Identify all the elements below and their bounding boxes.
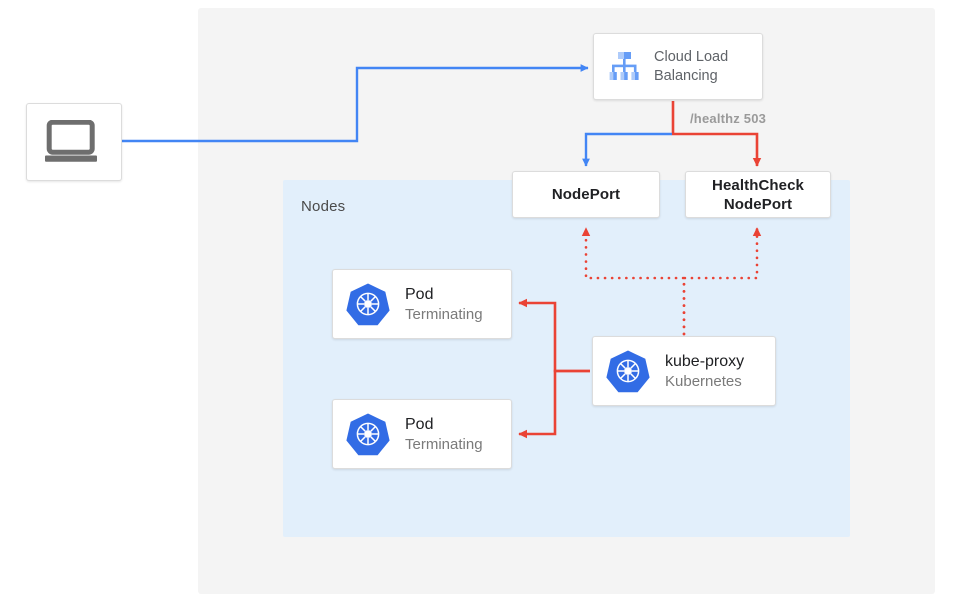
wire-kubeproxy-to-healthcheck-nodeport-dotted	[682, 226, 762, 336]
wire-loadbalancer-healthz-to-healthcheck-nodeport	[671, 101, 762, 167]
cloud-load-balancing-label-line2: Balancing	[654, 67, 718, 84]
laptop-icon	[45, 120, 97, 162]
kubernetes-icon	[346, 413, 390, 456]
nodeport-label: NodePort	[551, 186, 621, 203]
kube-proxy-title: kube-proxy	[665, 352, 745, 370]
wire-loadbalancer-to-nodeport	[582, 132, 672, 167]
pod-title: Pod	[405, 285, 434, 303]
pod-title: Pod	[405, 415, 434, 433]
healthcheck-nodeport-node[interactable]: HealthCheck NodePort	[685, 171, 831, 218]
cloud-load-balancing-node[interactable]: Cloud Load Balancing	[593, 33, 763, 100]
client-node[interactable]	[26, 103, 122, 181]
kubernetes-icon	[606, 350, 650, 393]
healthcheck-nodeport-label-line1: HealthCheck	[712, 176, 804, 194]
pod-status: Terminating	[405, 305, 483, 323]
kubernetes-icon	[346, 283, 390, 326]
kube-proxy-subtitle: Kubernetes	[665, 372, 742, 390]
wire-client-to-loadbalancer	[122, 64, 589, 143]
healthcheck-nodeport-label-line2: NodePort	[723, 195, 793, 213]
kube-proxy-node[interactable]: kube-proxy Kubernetes	[592, 336, 776, 406]
nodeport-node[interactable]: NodePort	[512, 171, 660, 218]
pod-status: Terminating	[405, 435, 483, 453]
wire-kubeproxy-to-pod-2	[518, 369, 590, 439]
cloud-load-balancing-label-line1: Cloud Load	[654, 48, 729, 65]
nodes-region-label: Nodes	[301, 198, 346, 215]
wire-kubeproxy-to-pod-1	[518, 298, 590, 373]
wire-kubeproxy-to-nodeports-dotted	[581, 226, 686, 336]
pod-node-1[interactable]: Pod Terminating	[332, 269, 512, 339]
healthz-status-label: /healthz 503	[690, 111, 767, 126]
cloud-load-balancing-icon	[609, 51, 639, 80]
pod-node-2[interactable]: Pod Terminating	[332, 399, 512, 469]
